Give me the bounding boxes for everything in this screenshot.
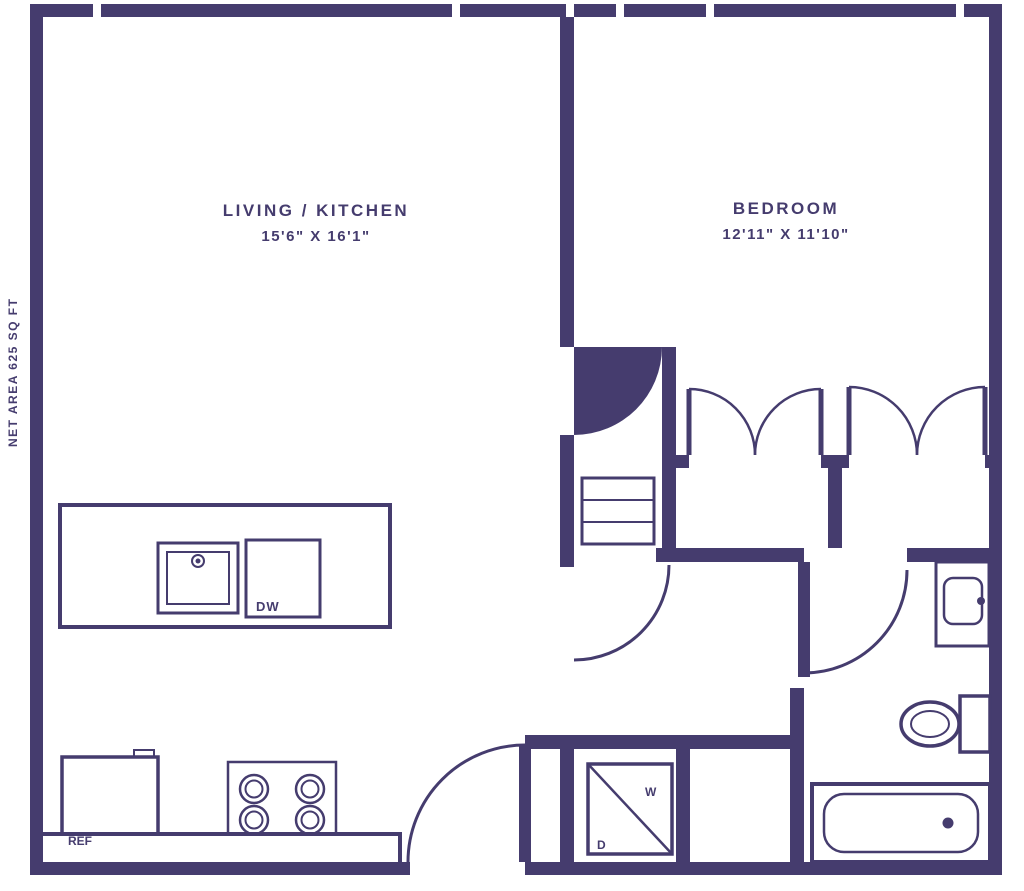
closet-doors — [686, 385, 988, 456]
bedroom-door-swing-wedge — [574, 347, 662, 435]
wall-bedroom-door-jamb — [662, 347, 676, 548]
cooktop-outline — [226, 760, 338, 836]
burner-icon — [294, 773, 326, 805]
burner-icon — [300, 779, 320, 799]
entry-door-leaf — [519, 745, 531, 862]
entry-door — [406, 743, 531, 863]
entry-door-swing-arc — [406, 743, 526, 863]
washer-dryer-outline — [586, 762, 674, 856]
dishwasher-outline — [244, 538, 322, 619]
island-counter-outline — [58, 503, 392, 629]
bathtub-drain-icon — [942, 817, 954, 829]
hallway-door — [573, 564, 671, 662]
window-break-icon — [956, 4, 964, 17]
washer-dryer-unit: W D — [586, 762, 674, 856]
burner-icon — [238, 804, 270, 836]
bedroom-door — [574, 347, 662, 435]
sink-basin — [166, 551, 230, 605]
walls — [30, 4, 1002, 875]
living-room-dimensions: 15'6" X 16'1" — [261, 228, 370, 245]
dishwasher-label: DW — [256, 599, 280, 614]
toilet-bowl — [899, 700, 961, 748]
window-break-icon — [452, 4, 460, 17]
vanity-faucet-icon — [977, 597, 985, 605]
windows — [93, 4, 964, 17]
washer-dryer-diagonal — [587, 763, 673, 855]
wall-laundry-left — [560, 749, 574, 862]
refrigerator-outline — [60, 755, 160, 836]
burner-icon — [300, 810, 320, 830]
kitchen-counter: REF — [43, 749, 402, 862]
toilet-bowl-inner — [910, 710, 950, 738]
living-room-name: LIVING / KITCHEN — [223, 201, 409, 220]
sink-outer — [156, 541, 240, 615]
wall-closet-front-left-stub — [676, 455, 689, 468]
window-break-icon — [93, 4, 101, 17]
bathroom — [810, 560, 992, 864]
faucet-icon — [191, 554, 205, 568]
closet1-right-arc — [753, 387, 822, 456]
wall-bottom-left — [30, 862, 410, 875]
wall-left — [30, 4, 43, 875]
bathroom-door-leaf — [798, 562, 810, 677]
hallway-door-swing-arc — [573, 564, 671, 662]
wall-bathroom-top-right — [907, 548, 1002, 562]
closet1-left-arc — [688, 387, 757, 456]
refrigerator-handle-icon — [133, 749, 155, 758]
dryer-label: D — [597, 838, 606, 852]
wall-laundry-right — [676, 749, 690, 862]
wall-laundry-top — [525, 735, 690, 749]
toilet-tank — [958, 694, 992, 754]
bedroom-name: BEDROOM — [733, 199, 839, 218]
vanity-basin — [942, 576, 984, 626]
bathroom-door-swing-arc — [803, 569, 909, 675]
wall-top — [30, 4, 1002, 17]
vanity-outline — [934, 560, 991, 648]
dishwasher: DW — [244, 538, 322, 619]
bathroom-vanity-sink — [934, 560, 991, 648]
bathtub-basin — [822, 792, 980, 854]
faucet-dot-icon — [195, 558, 201, 564]
linen-closet-outline — [580, 476, 656, 546]
wall-bottom-right — [525, 862, 1002, 875]
kitchen-island: DW — [58, 503, 392, 629]
washer-label: W — [645, 785, 657, 799]
wall-bathroom-left — [790, 688, 804, 862]
counter-front-edge — [43, 832, 402, 862]
kitchen-sink — [156, 541, 240, 615]
toilet — [899, 694, 992, 754]
room-labels: LIVING / KITCHEN 15'6" X 16'1" BEDROOM 1… — [6, 199, 849, 447]
closet2-left-arc — [848, 385, 919, 456]
wall-right — [989, 4, 1002, 875]
bathtub — [810, 782, 992, 864]
wall-divider-lower — [560, 435, 574, 567]
window-break-icon — [616, 4, 624, 17]
burner-icon — [244, 810, 264, 830]
wall-closet-divider — [828, 455, 842, 548]
refrigerator: REF — [60, 749, 160, 848]
burner-icon — [238, 773, 270, 805]
stove — [226, 760, 338, 836]
wall-closet-front-right — [985, 455, 1002, 468]
burner-icon — [244, 779, 264, 799]
window-break-icon — [706, 4, 714, 17]
refrigerator-label: REF — [68, 834, 92, 848]
window-break-icon — [566, 4, 574, 17]
wall-hall-bottom — [690, 735, 790, 749]
closet2-right-arc — [915, 385, 986, 456]
bedroom-dimensions: 12'11" X 11'10" — [722, 226, 849, 243]
bathroom-door — [798, 562, 909, 677]
wall-closet-back-left — [656, 548, 804, 562]
linen-closet — [580, 476, 656, 546]
bathtub-outline — [810, 782, 992, 864]
wall-divider-upper — [560, 17, 574, 347]
burner-icon — [294, 804, 326, 836]
net-area-note: NET AREA 625 SQ FT — [6, 298, 20, 447]
